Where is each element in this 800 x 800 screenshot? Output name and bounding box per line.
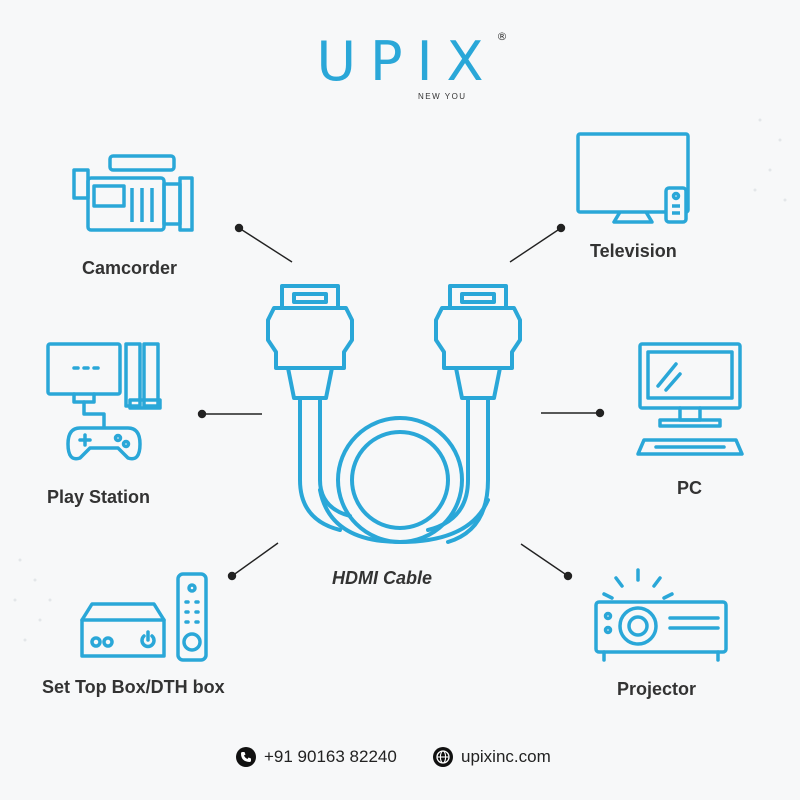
website-contact[interactable]: upixinc.com — [433, 747, 551, 767]
camcorder-label: Camcorder — [82, 258, 178, 278]
play-station-icon — [46, 342, 162, 461]
set-top-box-icon — [80, 572, 208, 662]
brand-name: UPIX ® — [316, 30, 508, 93]
globe-icon — [433, 747, 453, 767]
registered-mark: ® — [496, 30, 508, 43]
connector-television — [509, 227, 562, 263]
contact-footer: +91 90163 82240 upixinc.com — [0, 747, 800, 775]
connector-projector — [520, 543, 569, 577]
projector-icon — [594, 568, 728, 662]
pc-label: PC — [677, 478, 703, 498]
hdmi-cable-icon — [266, 284, 522, 544]
phone-number: +91 90163 82240 — [264, 747, 397, 766]
camcorder-icon — [72, 154, 194, 232]
brand-logo: UPIX ® — [0, 30, 800, 93]
connector-set-top-box — [231, 542, 279, 577]
phone-contact[interactable]: +91 90163 82240 — [236, 747, 397, 767]
phone-icon — [236, 747, 256, 767]
set-top-box-label: Set Top Box/DTH box — [42, 677, 225, 697]
connector-camcorder — [238, 227, 293, 263]
hdmi-cable-label: HDMI Cable — [332, 568, 433, 588]
pc-icon — [636, 342, 744, 456]
play-station-label: Play Station — [47, 487, 151, 507]
television-icon — [576, 132, 690, 224]
brand-tagline: NEW YOU — [418, 92, 467, 101]
projector-label: Projector — [617, 679, 697, 699]
television-label: Television — [590, 241, 677, 261]
website-link[interactable]: upixinc.com — [461, 747, 551, 766]
